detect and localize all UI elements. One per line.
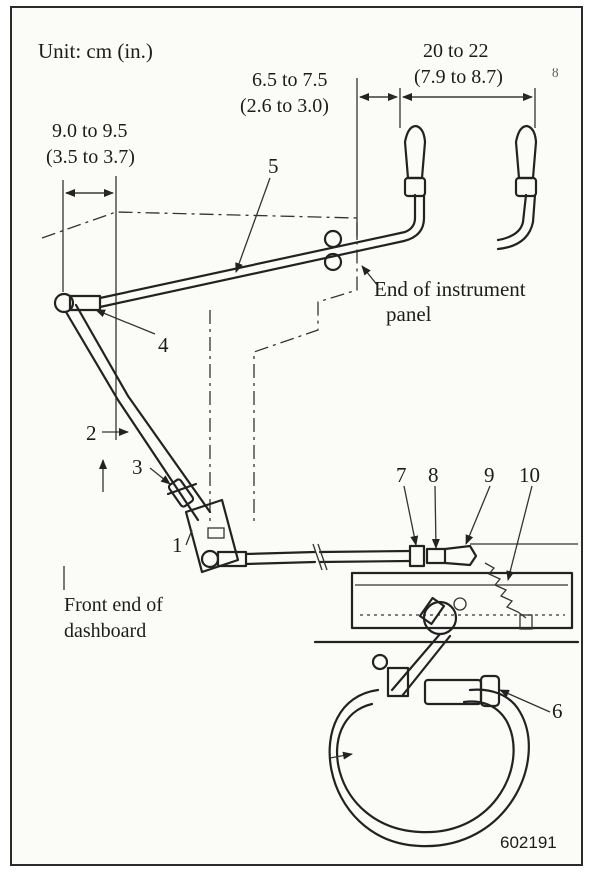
dimension-2-inch: (2.6 to 3.0) <box>240 95 329 117</box>
dimension-1-inch: (3.5 to 3.7) <box>46 146 135 168</box>
dimension-3-inch: (7.9 to 8.7) <box>414 66 503 88</box>
svg-text:ȣ: ȣ <box>552 65 559 80</box>
callout-5: 5 <box>268 154 279 178</box>
diagram-frame <box>10 6 583 866</box>
callout-8: 8 <box>428 463 439 487</box>
mount-bolt-lower <box>323 252 343 272</box>
lever-grip-released <box>403 124 427 198</box>
brake-lever-rod <box>98 193 426 309</box>
instrument-panel-outline <box>41 211 358 525</box>
instrument-panel-note-line1: End of instrument <box>374 277 526 301</box>
callout-4: 4 <box>158 333 169 357</box>
dashboard-note-line2: dashboard <box>64 620 146 642</box>
instrument-panel-note-line2: panel <box>386 302 432 326</box>
dimension-1-metric: 9.0 to 9.5 <box>52 120 128 142</box>
dimension-3-arrows: ȣ <box>402 65 559 128</box>
callout-10: 10 <box>519 463 540 487</box>
callout-9: 9 <box>484 463 495 487</box>
callout-7: 7 <box>396 463 407 487</box>
return-spring <box>484 562 533 630</box>
pivot-bracket <box>184 498 240 574</box>
dimension-3-metric: 20 to 22 <box>423 40 489 62</box>
lower-pull-rod <box>200 543 578 571</box>
bell-crank-arm <box>64 303 212 522</box>
callout-3: 3 <box>132 455 143 479</box>
lever-grip-pulled <box>496 124 538 251</box>
dashboard-note-line1: Front end of <box>64 594 163 616</box>
unit-label: Unit: cm (in.) <box>38 39 153 63</box>
rod-adjuster-nuts <box>408 544 478 568</box>
callout-2: 2 <box>86 421 97 445</box>
callout-1: 1 <box>172 533 183 557</box>
dimension-2-arrows <box>356 78 401 240</box>
callout-leaders <box>95 177 551 713</box>
adjuster-lock-nut <box>166 478 198 508</box>
dimension-2-metric: 6.5 to 7.5 <box>252 69 328 91</box>
brake-band <box>328 674 530 848</box>
callout-6: 6 <box>552 699 563 723</box>
brake-cam-assembly <box>371 596 458 698</box>
figure-code: 602191 <box>500 833 557 852</box>
mount-bolt-upper <box>323 229 343 249</box>
upper-clevis <box>53 292 102 314</box>
